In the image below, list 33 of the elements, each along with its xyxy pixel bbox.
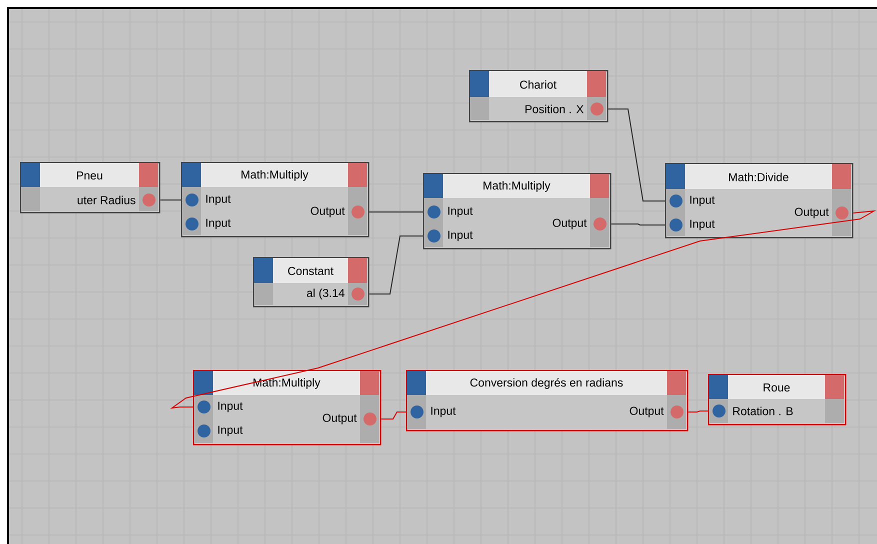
connector-line (608, 108, 666, 202)
connector-line (170, 210, 876, 409)
port-label: Input (206, 194, 231, 206)
port-label: Input (690, 196, 715, 206)
connector-line (368, 236, 424, 294)
node-title: Math:Multiply (484, 181, 550, 192)
connector-line (688, 410, 708, 412)
port-label: Input (206, 218, 231, 230)
node-title: Math:Divide (729, 172, 788, 182)
port-label: Input (218, 402, 243, 412)
node-title: Pneu (77, 172, 102, 180)
node-title: Roue (764, 384, 790, 392)
port-label: Output (794, 208, 829, 218)
port-label: Rotation . B (733, 406, 793, 416)
port-label: Input (690, 220, 715, 230)
port-label: Input (218, 426, 243, 436)
port-label: al (3.14 (306, 288, 344, 300)
node-title: Math:Multiply (254, 378, 320, 389)
port-label: Input (431, 406, 456, 418)
node-title: Conversion degrés en radians (470, 378, 623, 389)
port-label: Output (322, 414, 357, 424)
port-label: uter Radius (78, 196, 136, 204)
port-label: Position . X (526, 104, 584, 114)
connector-line (380, 412, 406, 420)
connector-line (610, 224, 666, 226)
port-label: Input (448, 206, 473, 218)
port-label: Output (310, 206, 345, 218)
port-label: Input (448, 230, 473, 242)
node-title: Chariot (520, 80, 556, 89)
port-label: Output (552, 218, 587, 230)
node-title: Math:Multiply (242, 170, 308, 181)
node-title: Constant (288, 266, 334, 276)
port-label: Output (630, 406, 664, 418)
